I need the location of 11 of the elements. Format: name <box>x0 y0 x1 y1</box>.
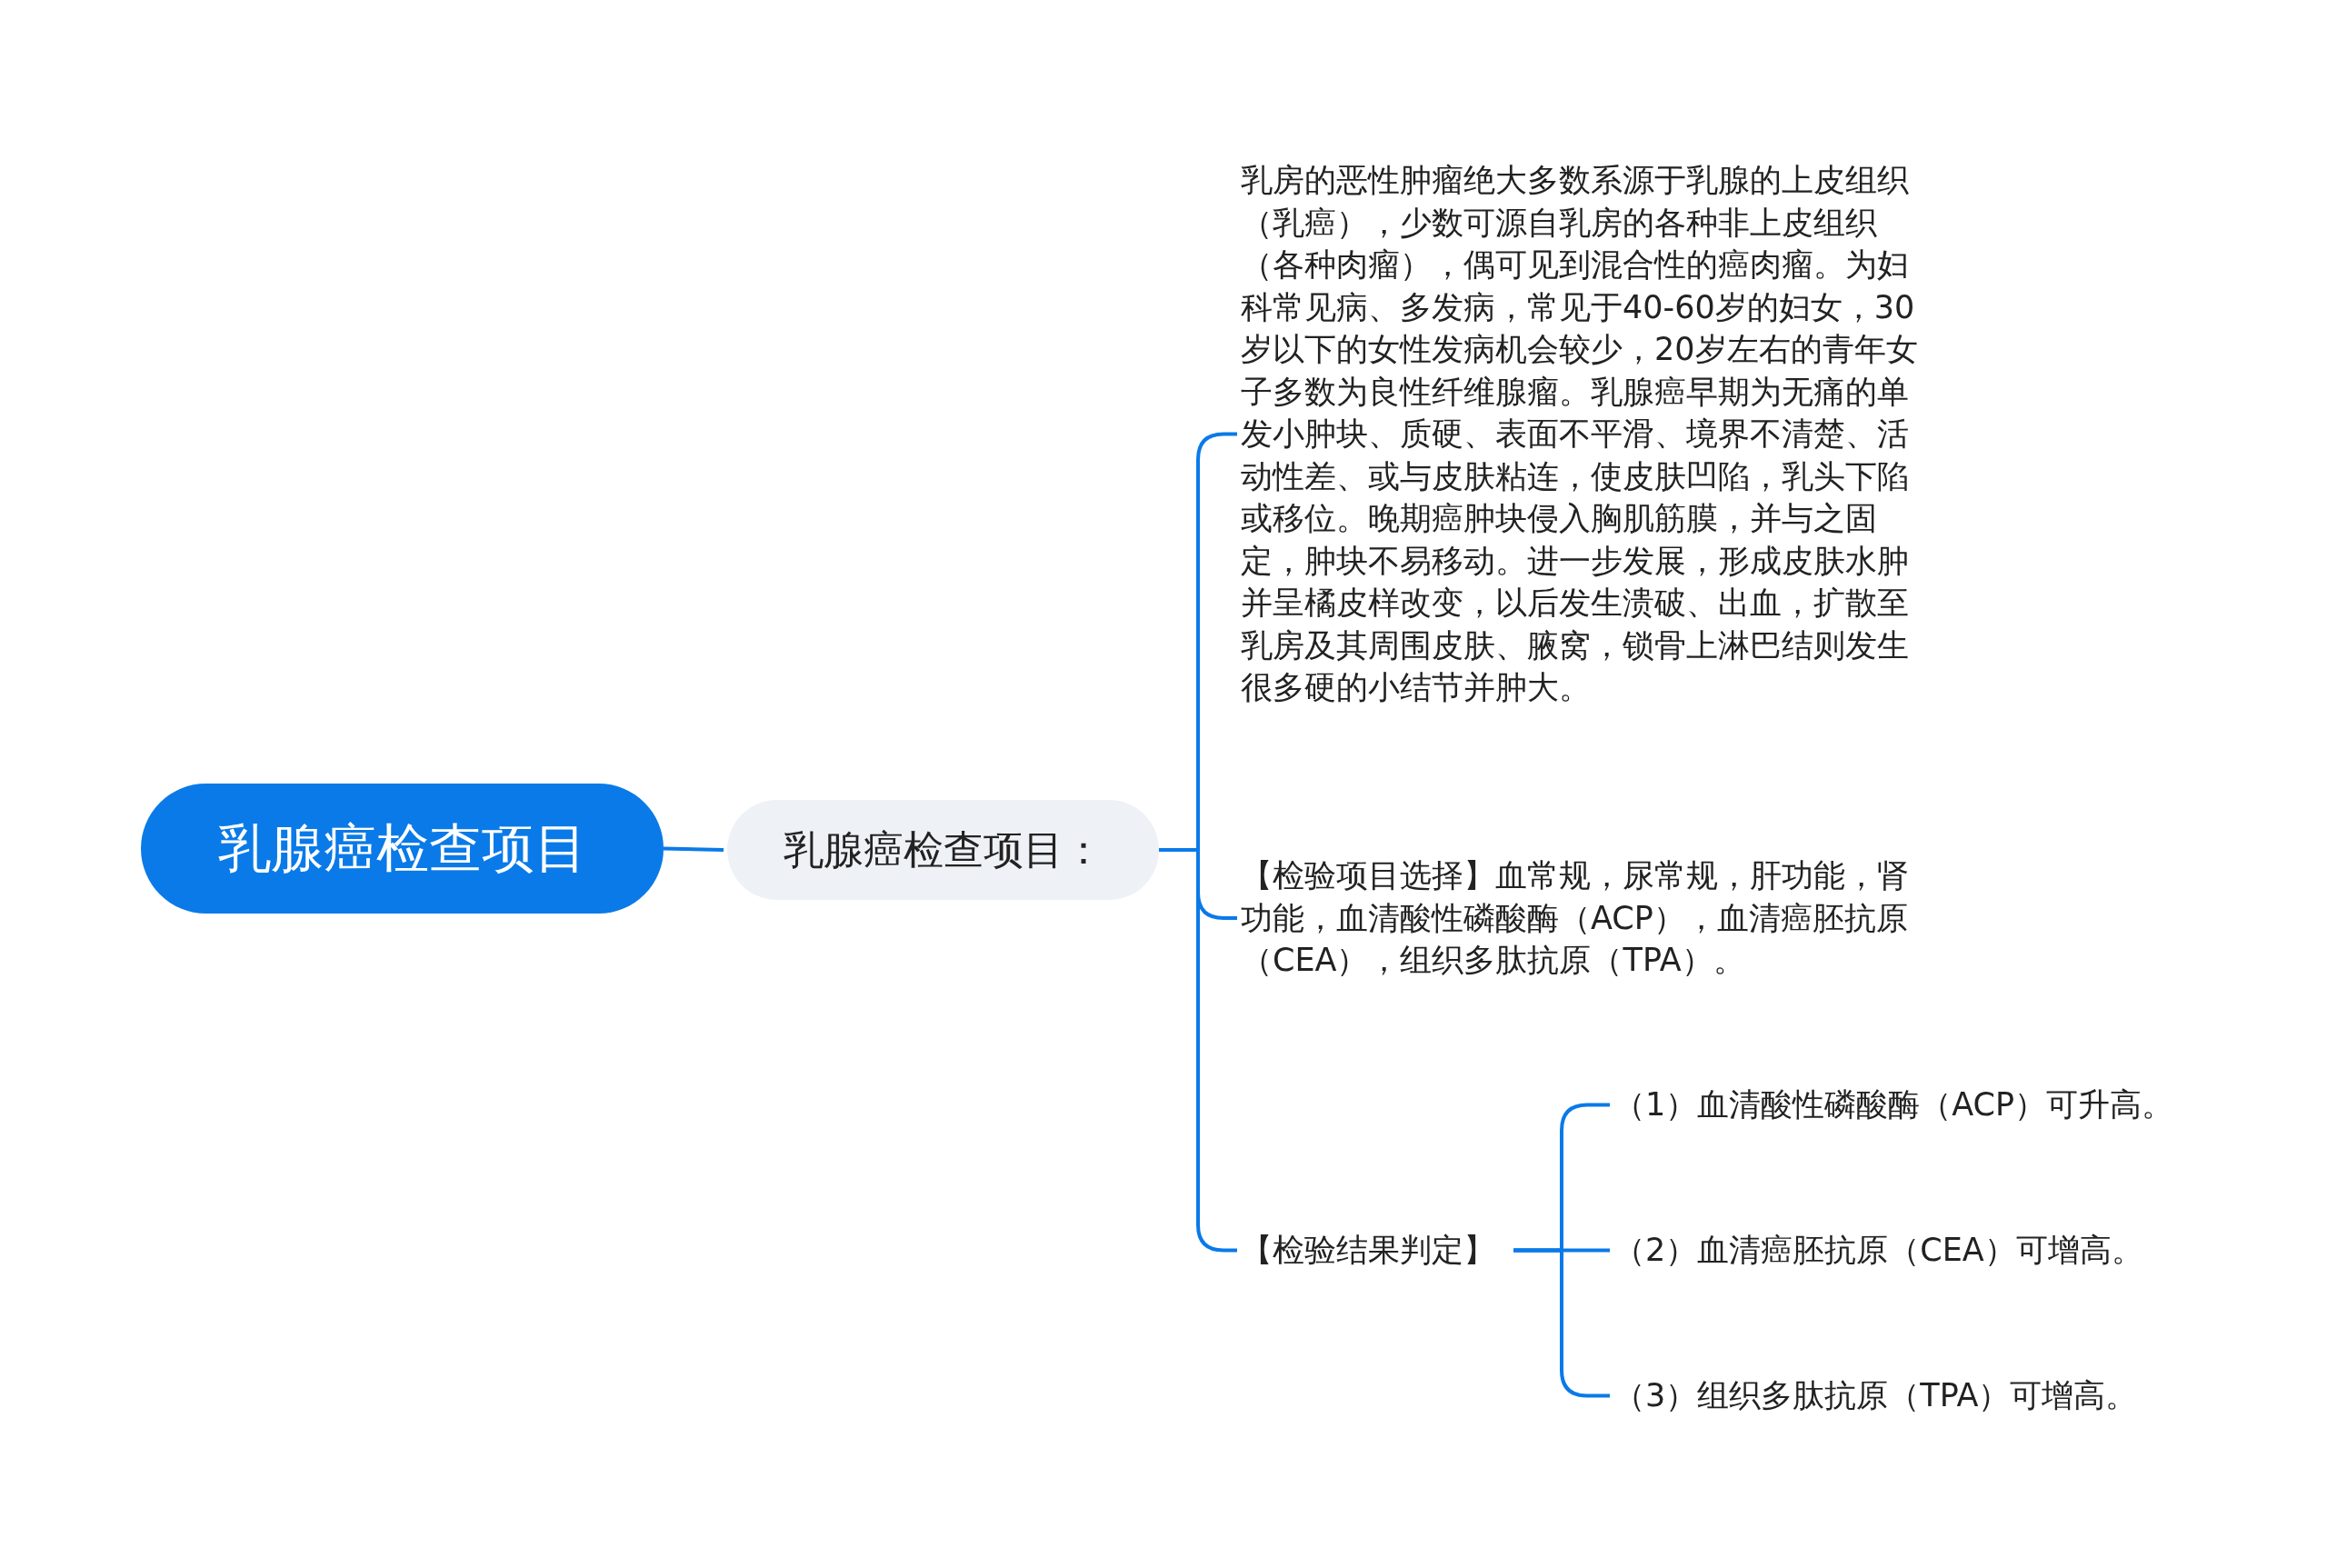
topic-text: （2）血清癌胚抗原（CEA）可增高。 <box>1613 1231 2144 1270</box>
topic-box: 乳腺癌检查项目： <box>727 800 1159 900</box>
topic-text: 乳房的恶性肿瘤绝大多数系源于乳腺的上皮组织（乳癌），少数可源自乳房的各种非上皮组织（各种肉瘤），偶可见到混合性的癌肉瘤。为妇科常见病、多发病，常见于40-60岁的妇女，30岁以下的女性发病机会较少，20岁左右的青年女子多数为良性纤维腺瘤。乳腺癌早期为无痛的单发小肿块、质硬、表面不平滑、境界不清楚、活动性差、或与皮肤粘连，使皮肤凹陷，乳头下陷或移位。晚期癌肿块侵入胸肌筋膜，并与之固定，肿块不易移动。进一步发展，形成皮肤水肿并呈橘皮样改变，以后发生溃破、出血，扩散至乳房及其周围皮肤、腋窝，锁骨上淋巴结则发生很多硬的小结节并肿大。 <box>1241 161 1918 707</box>
central-topic: 乳腺癌检查项目 <box>141 784 664 914</box>
topic-text: （1）血清酸性磷酸酶（ACP）可升高。 <box>1613 1085 2175 1124</box>
connector-line <box>1159 848 1237 1253</box>
connector-line <box>663 846 724 852</box>
topic-text: 【检验项目选择】血常规，尿常规，肝功能，肾功能，血清酸性磷酸酶（ACP），血清癌胚抗原（CEA），组织多肽抗原（TPA）。 <box>1241 856 1910 980</box>
topic-text: （3）组织多肽抗原（TPA）可增高。 <box>1613 1376 2139 1415</box>
connector-line <box>1513 1248 1610 1398</box>
topic-text: 【检验结果判定】 <box>1241 1231 1496 1270</box>
